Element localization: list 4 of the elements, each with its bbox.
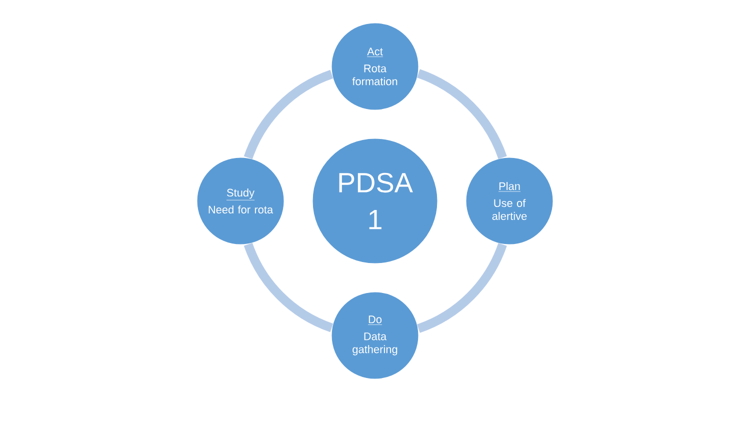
ring-segment [416, 69, 507, 160]
ring-segment [416, 242, 507, 333]
ring-segment [244, 242, 334, 332]
ring-segment [244, 70, 334, 160]
